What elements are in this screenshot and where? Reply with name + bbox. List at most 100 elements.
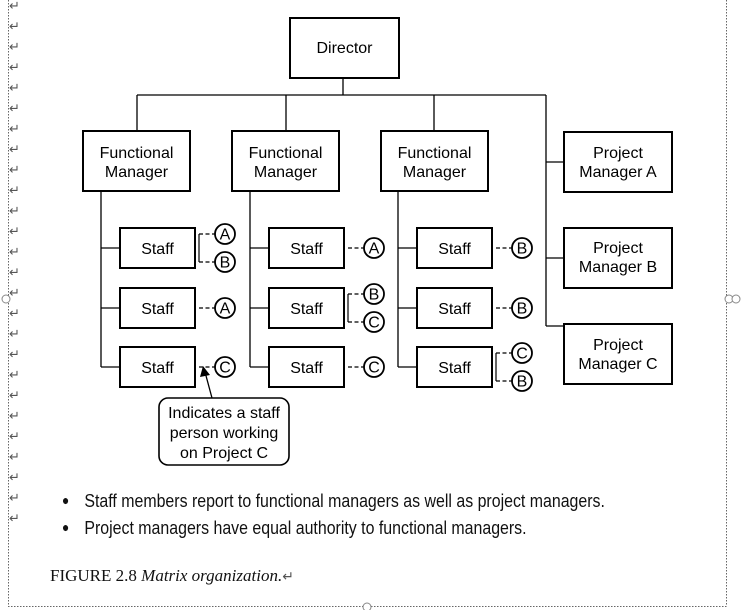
paragraph-mark-icon: ↵ (9, 225, 20, 240)
callout-text: person working (170, 425, 279, 442)
project-circle-b (363, 283, 385, 305)
figure-title: Matrix organization. (141, 566, 283, 585)
project-manager-label: Project (593, 145, 643, 162)
paragraph-mark-icon: ↵ (282, 570, 294, 585)
director-label: Director (316, 40, 373, 57)
project-manager-a: Project Manager A (563, 131, 673, 193)
functional-manager-label: Manager (403, 164, 467, 181)
paragraph-mark-icon: ↵ (9, 286, 20, 301)
connector-lines (136, 78, 564, 327)
functional-manager-label: Manager (254, 164, 318, 181)
staff-box: Staff A (250, 227, 385, 269)
page-border (8, 0, 727, 607)
figure-caption: FIGURE 2.8 Matrix organization.↵ (50, 566, 294, 586)
functional-manager-label: Functional (398, 145, 472, 162)
staff-label: Staff (438, 301, 471, 318)
functional-manager-label: Functional (100, 145, 174, 162)
project-letter: A (220, 301, 231, 318)
staff-box: Staff AB (101, 223, 236, 273)
project-circle-c (214, 356, 236, 378)
project-letter: B (220, 255, 231, 272)
staff-label: Staff (290, 360, 323, 377)
paragraph-mark-icon: ↵ (9, 143, 20, 158)
paragraph-mark-icon: ↵ (9, 204, 20, 219)
paragraph-mark-icon: ↵ (9, 512, 20, 527)
project-circle-c (511, 342, 533, 364)
paragraph-mark-icon: ↵ (9, 471, 20, 486)
staff-label: Staff (438, 241, 471, 258)
project-circle-b (214, 251, 236, 273)
staff-box: Staff CB (398, 342, 533, 392)
project-manager-label: Project (593, 240, 643, 257)
project-circle-a (214, 297, 236, 319)
paragraph-mark-icon: ↵ (9, 266, 20, 281)
paragraph-mark-icon: ↵ (9, 20, 20, 35)
project-circle-c (363, 356, 385, 378)
paragraph-mark-icon: ↵ (9, 491, 20, 506)
project-circle-b (511, 237, 533, 259)
paragraph-mark-icon: ↵ (9, 81, 20, 96)
project-letter: B (517, 241, 528, 258)
project-letter: B (517, 374, 528, 391)
paragraph-mark-icon: ↵ (9, 163, 20, 178)
staff-label: Staff (438, 360, 471, 377)
functional-manager-2: Functional Manager (231, 130, 340, 192)
paragraph-mark-icon: ↵ (9, 389, 20, 404)
callout-text: on Project C (180, 445, 268, 462)
paragraph-mark-icon: ↵ (9, 122, 20, 137)
project-manager-label: Manager C (578, 356, 657, 373)
paragraph-mark-icon: ↵ (9, 307, 20, 322)
paragraph-mark-icon: ↵ (9, 348, 20, 363)
staff-box: Staff B (398, 227, 533, 269)
staff-label: Staff (141, 241, 174, 258)
bullet-item: Project managers have equal authority to… (62, 514, 605, 541)
project-circle-a (214, 223, 236, 245)
paragraph-mark-icon: ↵ (9, 327, 20, 342)
project-letter: C (368, 315, 380, 332)
project-letter: C (516, 346, 528, 363)
callout-arrow-icon (200, 366, 210, 377)
staff-box: Staff A (101, 287, 236, 329)
margin-handles (1, 294, 741, 610)
paragraph-mark-icon: ↵ (9, 368, 20, 383)
bullet-item: Staff members report to functional manag… (62, 487, 605, 514)
paragraph-mark-icon: ↵ (9, 40, 20, 55)
director-box: Director (289, 17, 400, 79)
functional-manager-1: Functional Manager (82, 130, 191, 192)
project-manager-c: Project Manager C (563, 323, 673, 385)
project-manager-label: Manager A (579, 164, 657, 181)
paragraph-mark-icon: ↵ (9, 245, 20, 260)
paragraph-mark-icon: ↵ (9, 450, 20, 465)
project-manager-label: Project (593, 337, 643, 354)
paragraph-mark-icon: ↵ (9, 61, 20, 76)
staff-box: Staff B (398, 287, 533, 329)
project-letter: B (517, 301, 528, 318)
org-chart: Director Functional Manager Functional M… (82, 17, 673, 466)
functional-manager-label: Functional (249, 145, 323, 162)
project-circle-a (363, 237, 385, 259)
paragraph-marks: ↵↵↵↵↵↵↵↵↵↵↵↵↵↵↵↵↵↵↵↵↵↵↵↵↵↵ (9, 0, 20, 527)
project-letter: C (219, 360, 231, 377)
project-circle-b (511, 370, 533, 392)
project-manager-b: Project Manager B (563, 227, 673, 289)
staff-label: Staff (290, 241, 323, 258)
project-manager-label: Manager B (579, 259, 657, 276)
project-letter: A (369, 241, 380, 258)
functional-manager-label: Manager (105, 164, 169, 181)
paragraph-mark-icon: ↵ (9, 409, 20, 424)
project-letter: B (369, 287, 380, 304)
staff-label: Staff (290, 301, 323, 318)
staff-box: Staff C (250, 346, 385, 388)
project-circle-b (511, 297, 533, 319)
project-letter: C (368, 360, 380, 377)
callout-text: Indicates a staff (168, 405, 280, 422)
staff-label: Staff (141, 301, 174, 318)
paragraph-mark-icon: ↵ (9, 0, 20, 14)
paragraph-mark-icon: ↵ (9, 430, 20, 445)
project-letter: A (220, 227, 231, 244)
paragraph-mark-icon: ↵ (9, 102, 20, 117)
